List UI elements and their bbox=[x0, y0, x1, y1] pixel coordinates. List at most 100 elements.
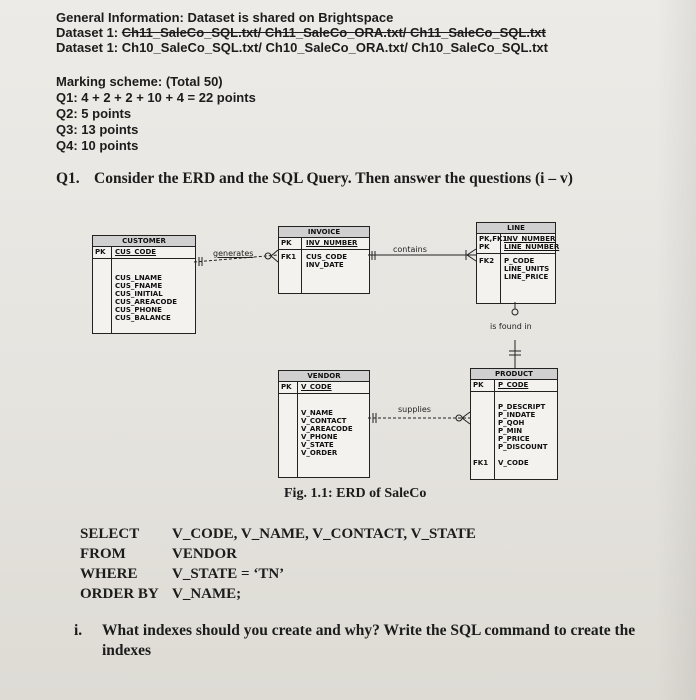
line-pk-field: INV_NUMBER bbox=[504, 235, 556, 243]
fk-label: FK1 bbox=[473, 459, 489, 467]
product-field: P_DESCRIPT bbox=[498, 403, 546, 411]
crow-foot-mark bbox=[461, 411, 471, 419]
sql-line: FROM VENDOR bbox=[80, 546, 480, 566]
question-number: Q1. bbox=[56, 170, 80, 187]
product-pk-field: P_CODE bbox=[498, 381, 529, 389]
customer-field: CUS_FNAME bbox=[115, 282, 163, 290]
page-shadow bbox=[656, 0, 696, 700]
pk-label: PK bbox=[95, 248, 106, 256]
vendor-field: V_PHONE bbox=[301, 433, 338, 441]
product-field: P_DISCOUNT bbox=[498, 443, 548, 451]
pk-label: PK bbox=[473, 381, 484, 389]
vendor-entity: VENDOR PK V_CODE V_NAME V_CONTACT V_AREA… bbox=[278, 370, 370, 478]
vendor-field: V_AREACODE bbox=[301, 425, 353, 433]
product-field: P_PRICE bbox=[498, 435, 530, 443]
crow-foot-mark bbox=[461, 417, 471, 425]
product-title: PRODUCT bbox=[471, 369, 557, 380]
invoice-pk-field: INV_NUMBER bbox=[306, 239, 358, 247]
general-info: General Information: Dataset is shared o… bbox=[56, 10, 394, 25]
product-field: P_INDATE bbox=[498, 411, 536, 419]
customer-field: CUS_AREACODE bbox=[115, 298, 178, 306]
crow-foot-mark bbox=[466, 254, 477, 262]
dataset1-label: Dataset 1: bbox=[56, 25, 119, 40]
product-field: P_MIN bbox=[498, 427, 523, 435]
crow-foot-mark bbox=[270, 249, 279, 257]
invoice-entity: INVOICE PK INV_NUMBER FK1 CUS_CODE INV_D… bbox=[278, 226, 370, 294]
sql-line: ORDER BY V_NAME; bbox=[80, 586, 480, 606]
subquestion-text-line1: What indexes should you create and why? … bbox=[102, 622, 636, 639]
column-divider bbox=[111, 246, 112, 333]
customer-title: CUSTOMER bbox=[93, 236, 195, 247]
fk-label: FK1 bbox=[281, 253, 297, 261]
sql-keyword: WHERE bbox=[80, 566, 138, 582]
sql-value: VENDOR bbox=[172, 546, 238, 562]
column-divider bbox=[297, 381, 298, 477]
marking-item: Q4: 10 points bbox=[56, 138, 139, 153]
customer-field: CUS_BALANCE bbox=[115, 314, 171, 322]
crow-foot-mark bbox=[270, 255, 279, 263]
subquestion-text-line2: indexes bbox=[102, 642, 152, 659]
supplies-label: supplies bbox=[398, 405, 431, 414]
crow-foot-mark bbox=[466, 248, 477, 256]
marking-item: Q1: 4 + 2 + 2 + 10 + 4 = 22 points bbox=[56, 90, 256, 105]
vendor-field: V_ORDER bbox=[301, 449, 338, 457]
invoice-field: CUS_CODE bbox=[306, 253, 348, 261]
product-field: V_CODE bbox=[498, 459, 529, 467]
vendor-pk-row: PK V_CODE bbox=[279, 381, 369, 394]
sql-value: V_NAME; bbox=[172, 586, 242, 602]
line-pk-field: LINE_NUMBER bbox=[504, 243, 560, 251]
customer-entity: CUSTOMER PK CUS_CODE CUS_LNAME CUS_FNAME… bbox=[92, 235, 196, 334]
fk-label: FK2 bbox=[479, 257, 495, 265]
generates-label: generates bbox=[213, 249, 254, 258]
customer-pk-field: CUS_CODE bbox=[115, 248, 157, 256]
column-divider bbox=[494, 379, 495, 479]
line-field: LINE_PRICE bbox=[504, 273, 549, 281]
sql-value: V_STATE = ‘TN’ bbox=[172, 566, 285, 582]
line-entity: LINE PK,FK1 PK INV_NUMBER LINE_NUMBER FK… bbox=[476, 222, 559, 304]
pk-label: PK,FK1 bbox=[479, 235, 508, 243]
contains-label: contains bbox=[393, 245, 427, 254]
line-field: LINE_UNITS bbox=[504, 265, 550, 273]
invoice-title: INVOICE bbox=[279, 227, 369, 238]
vendor-pk-field: V_CODE bbox=[301, 383, 332, 391]
figure-caption: Fig. 1.1: ERD of SaleCo bbox=[284, 486, 427, 501]
generates-connector bbox=[193, 254, 279, 263]
optional-circle-mark bbox=[511, 308, 519, 316]
pk-label: PK bbox=[281, 239, 292, 247]
invoice-pk-row: PK INV_NUMBER bbox=[279, 237, 369, 250]
sql-line: WHERE V_STATE = ‘TN’ bbox=[80, 566, 480, 586]
customer-field: CUS_INITIAL bbox=[115, 290, 163, 298]
dataset1-struck: Ch11_SaleCo_SQL.txt/ Ch11_SaleCo_ORA.txt… bbox=[121, 25, 546, 40]
question-text: Consider the ERD and the SQL Query. Then… bbox=[94, 170, 573, 187]
pk-label: PK bbox=[479, 243, 490, 251]
dataset1-struck-line: Dataset 1: Ch11_SaleCo_SQL.txt/ Ch11_Sal… bbox=[56, 25, 546, 40]
vendor-field: V_NAME bbox=[301, 409, 333, 417]
sql-line: SELECT V_CODE, V_NAME, V_CONTACT, V_STAT… bbox=[80, 526, 480, 546]
product-field: P_QOH bbox=[498, 419, 525, 427]
marking-item: Q3: 13 points bbox=[56, 122, 139, 137]
customer-pk-row: PK CUS_CODE bbox=[93, 246, 195, 259]
dataset1-current: Dataset 1: Ch10_SaleCo_SQL.txt/ Ch10_Sal… bbox=[56, 40, 548, 55]
sql-keyword: ORDER BY bbox=[80, 586, 159, 602]
customer-field: CUS_PHONE bbox=[115, 306, 162, 314]
customer-field: CUS_LNAME bbox=[115, 274, 162, 282]
vendor-title: VENDOR bbox=[279, 371, 369, 382]
product-entity: PRODUCT PK P_CODE P_DESCRIPT P_INDATE P_… bbox=[470, 368, 558, 480]
pk-label: PK bbox=[281, 383, 292, 391]
marking-item: Q2: 5 points bbox=[56, 106, 132, 121]
is-found-in-label: is found in bbox=[490, 322, 532, 331]
marking-title: Marking scheme: (Total 50) bbox=[56, 74, 223, 89]
vendor-field: V_STATE bbox=[301, 441, 334, 449]
line-title: LINE bbox=[477, 223, 555, 234]
sql-value: V_CODE, V_NAME, V_CONTACT, V_STATE bbox=[172, 526, 476, 542]
invoice-field: INV_DATE bbox=[306, 261, 344, 269]
line-pk-row: PK,FK1 PK INV_NUMBER LINE_NUMBER bbox=[477, 233, 559, 254]
product-pk-row: PK P_CODE bbox=[471, 379, 557, 392]
sql-keyword: SELECT bbox=[80, 526, 140, 542]
line-field: P_CODE bbox=[504, 257, 535, 265]
column-divider bbox=[500, 233, 501, 303]
sql-keyword: FROM bbox=[80, 546, 126, 562]
